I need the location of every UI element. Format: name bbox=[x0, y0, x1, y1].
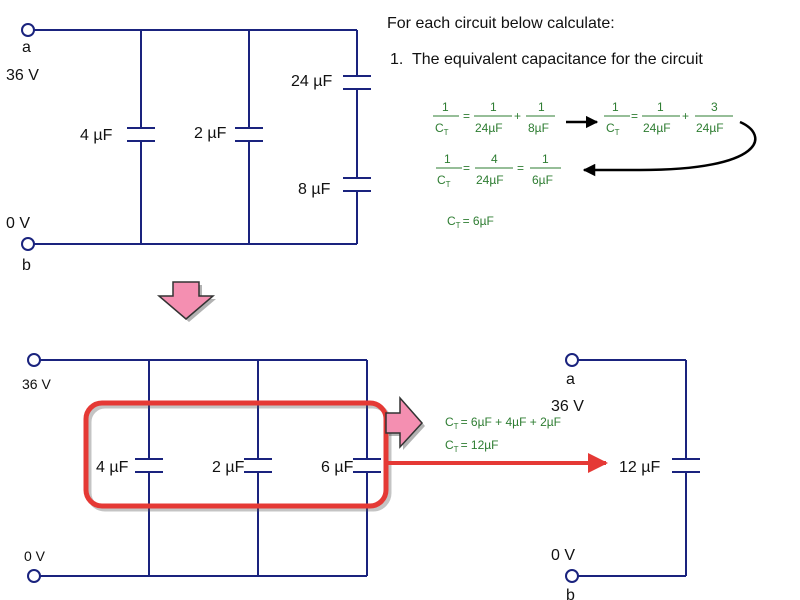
middle-circuit: 36 V 0 V 4 µF 2 µF 6 µF bbox=[22, 353, 381, 583]
equals-sign: = bbox=[517, 161, 524, 175]
frac-num: 3 bbox=[711, 100, 718, 114]
right-arrow bbox=[385, 396, 424, 449]
terminal-a-label: a bbox=[22, 39, 31, 56]
voltage-top-label: 36 V bbox=[22, 376, 51, 392]
terminal-top bbox=[27, 353, 41, 367]
equals-sign: = bbox=[463, 109, 470, 123]
item-number: 1. bbox=[390, 51, 403, 68]
plus-sign: + bbox=[514, 109, 521, 123]
equals-sign: = bbox=[463, 161, 470, 175]
frac-num: 1 bbox=[538, 100, 545, 114]
frac-num: 4 bbox=[491, 152, 498, 166]
terminal-b bbox=[565, 569, 579, 583]
cap-label-24uf: 24 µF bbox=[291, 73, 332, 90]
terminal-b bbox=[21, 237, 35, 251]
cap-label-2uf: 2 µF bbox=[212, 459, 245, 476]
curved-step-arrow bbox=[582, 120, 757, 177]
terminal-a bbox=[565, 353, 579, 367]
cap-label-2uf: 2 µF bbox=[194, 125, 227, 142]
frac-den: 8µF bbox=[528, 121, 549, 135]
frac-num: 1 bbox=[542, 152, 549, 166]
frac-num: 1 bbox=[612, 100, 619, 114]
cap-label-6uf: 6 µF bbox=[321, 459, 354, 476]
equals-sign: = bbox=[631, 109, 638, 123]
instructions-heading: For each circuit below calculate: bbox=[387, 15, 615, 32]
series-calculation: 1 CT = 1 24µF + 1 8µF 1 CT = 1 24µF + 3 … bbox=[433, 100, 757, 230]
plus-sign: + bbox=[682, 109, 689, 123]
frac-den: 24µF bbox=[475, 121, 503, 135]
final-circuit: a 36 V 0 V b 12 µF bbox=[551, 353, 700, 600]
cap-label-8uf: 8 µF bbox=[298, 181, 331, 198]
voltage-bottom-label: 0 V bbox=[6, 215, 30, 232]
voltage-top-label: 36 V bbox=[551, 398, 584, 415]
terminal-b-label: b bbox=[566, 587, 575, 600]
frac-den: 6µF bbox=[532, 173, 553, 187]
voltage-top-label: 36 V bbox=[6, 67, 39, 84]
frac-den: 24µF bbox=[643, 121, 671, 135]
down-arrow bbox=[156, 281, 216, 320]
highlight-box-shadow bbox=[86, 403, 392, 512]
item-text: The equivalent capacitance for the circu… bbox=[412, 51, 703, 68]
frac-den: 24µF bbox=[476, 173, 504, 187]
terminal-b-label: b bbox=[22, 257, 31, 274]
series-result: CT= 6µF bbox=[447, 214, 494, 230]
frac-den: 24µF bbox=[696, 121, 724, 135]
terminal-a-label: a bbox=[566, 371, 575, 388]
terminal-bottom bbox=[27, 569, 41, 583]
frac-num: 1 bbox=[490, 100, 497, 114]
parallel-calc-line-2: CT= 12µF bbox=[445, 438, 499, 454]
cap-label-4uf: 4 µF bbox=[96, 459, 129, 476]
frac-den-ct: CT bbox=[435, 121, 449, 137]
terminal-a bbox=[21, 23, 35, 37]
cap-label-4uf: 4 µF bbox=[80, 127, 113, 144]
frac-num: 1 bbox=[657, 100, 664, 114]
cap-label-12uf: 12 µF bbox=[619, 459, 660, 476]
voltage-bottom-label: 0 V bbox=[551, 547, 575, 564]
highlight-box bbox=[83, 400, 389, 509]
parallel-calc-line-1: CT= 6µF + 4µF + 2µF bbox=[445, 415, 561, 431]
frac-den-ct: CT bbox=[437, 173, 451, 189]
top-circuit: a 36 V 0 V b 4 µF 2 µF 24 µF 8 µF bbox=[6, 23, 371, 274]
frac-num: 1 bbox=[444, 152, 451, 166]
frac-num: 1 bbox=[442, 100, 449, 114]
frac-den-ct: CT bbox=[606, 121, 620, 137]
voltage-bottom-label: 0 V bbox=[24, 548, 46, 564]
